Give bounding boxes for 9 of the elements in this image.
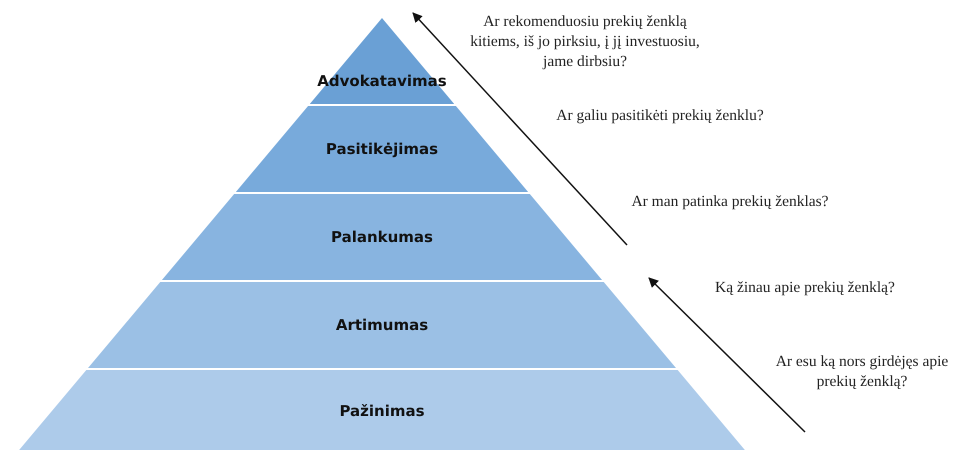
- question-text: Ar esu ką nors girdėjęs apie prekių ženklą?: [774, 352, 950, 392]
- question-text: Ką žinau apie prekių ženklą?: [714, 278, 896, 298]
- question-text: Ar galiu pasitikėti prekių ženklu?: [555, 106, 765, 126]
- question-text: Ar rekomenduosiu prekių ženklą kitiems, iš jo pirksiu, į jį investuosiu, jame dirbsiu?: [469, 12, 701, 72]
- level-label: Pasitikėjimas: [326, 140, 438, 158]
- question-text: Ar man patinka prekių ženklas?: [630, 192, 830, 212]
- level-label: Artimumas: [336, 316, 428, 334]
- level-label: Pažinimas: [339, 402, 425, 420]
- level-label: Palankumas: [330, 228, 433, 246]
